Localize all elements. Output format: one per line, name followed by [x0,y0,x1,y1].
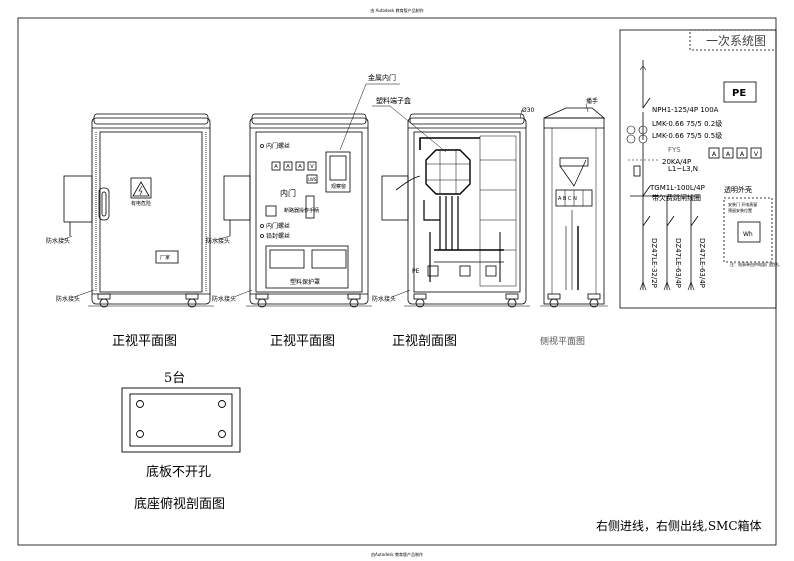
system-out1-label: DZ47LE-32/2P [650,238,658,288]
front-view-open [215,83,400,308]
side-abc-label: A B C N [558,196,577,202]
system-meter-wh: Wh [743,231,753,238]
section-caption: 正视剖面图 [392,334,457,349]
header-note: 由 Autodesk 教育版产品制作 [370,7,423,13]
system-meter-v: V [754,151,759,158]
section-view [372,105,530,308]
system-spd-label: 20KA/4P [662,158,691,166]
front2-inner-door-label: 内门 [280,188,296,198]
front2-breaker-handle-label: 断路器操作手柄 [284,207,319,214]
front2-inner-door-screw-label-2: 内门螺丝 [266,222,290,230]
front2-waterproof-joint-label: 防水接头 [206,237,230,245]
system-breaker-label: NPH1-125/4P 100A [652,106,719,114]
front1-waterproof-joint-label: 防水接头 [46,237,70,245]
system-shell-label: 透明外壳 [724,185,752,194]
footer-note: 由Autodesk 教育版产品制作 [371,551,423,557]
system-diagram [619,29,777,309]
system-pe-label: PE [732,88,746,99]
side-caption: 侧视平面图 [540,335,585,347]
system-rcd-note: 带欠费跳闸线圈 [652,193,701,202]
base-caption: 底座俯视剖面图 [134,496,225,512]
system-title: 一次系统图 [706,34,766,48]
front-view-closed [61,113,214,308]
base-count-label: 5台 [164,371,185,386]
side-view [540,103,608,308]
base-plan [121,387,241,453]
front1-warning-label: 有电危险 [131,200,151,207]
svg-text:A: A [298,164,302,170]
front2-waterproof-joint-label-2: 防水接头 [212,295,236,303]
front1-brand-label: 厂家 [160,254,170,261]
system-shell-note-1: 安装门 开电表窗 [728,201,757,207]
front2-lead-seal-label: 铅封螺丝 [266,232,290,240]
system-ct2-label: LMK-0.66 75/5 0.5级 [652,131,722,140]
system-ct1-label: LMK-0.66 75/5 0.2级 [652,119,722,128]
front2-meter-label: LWS [308,177,317,182]
installation-note: 右侧进线，右侧出线,SMC箱体 [596,518,762,533]
system-out2-label: DZ47LE-63/4P [674,238,682,288]
system-meter-a1: A [712,151,717,158]
section-waterproof-joint-label: 防水接头 [372,295,396,303]
section-pe-label: PE [412,268,420,275]
front1-caption: 正视平面图 [112,334,177,349]
system-rcd-label: TGM1L-100L/4P [649,184,705,192]
system-shell-note-2: 预留安装位置 [728,207,752,213]
front2-metal-inner-door-label: 金属内门 [368,73,396,82]
base-no-hole-label: 底板不开孔 [146,464,211,480]
svg-text:A: A [286,164,290,170]
front2-observation-window-label: 观察窗 [331,183,346,190]
system-meter-a3: A [740,151,745,158]
front1-waterproof-joint-label-2: 防水接头 [56,295,80,303]
front2-caption: 正视平面图 [270,334,335,349]
system-meter-note: 注：电表单由供电部门提供。 [730,261,782,267]
system-fys-label: FYS [668,146,681,154]
system-meter-a2: A [726,151,731,158]
svg-text:V: V [310,164,314,170]
system-out3-label: DZ47LE-63/4P [698,238,706,288]
system-phase-label: L1~L3,N [668,165,698,173]
front2-plastic-cover-label: 塑料保护罩 [290,278,320,286]
front2-inner-door-screw-label: 内门螺丝 [266,142,290,150]
side-handle-label: 播手 [586,97,598,105]
svg-text:A: A [274,164,278,170]
section-hole-label: Ø30 [522,107,535,114]
section-terminal-box-label: 塑料端子盒 [376,96,411,105]
